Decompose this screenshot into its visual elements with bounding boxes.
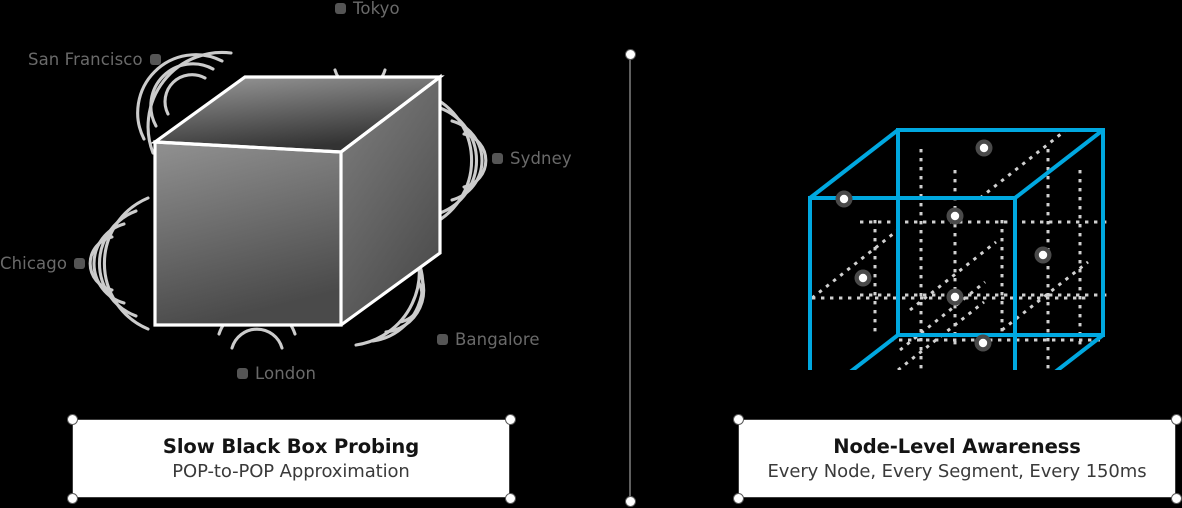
caption-subtitle-left: POP-to-POP Approximation xyxy=(172,460,410,482)
city-label-sydney: Sydney xyxy=(492,149,572,168)
caption-subtitle-right: Every Node, Every Segment, Every 150ms xyxy=(767,460,1147,482)
caption-title-left: Slow Black Box Probing xyxy=(162,434,420,458)
city-label-text: Tokyo xyxy=(353,0,400,18)
mesh-nodes xyxy=(835,139,1052,352)
city-label-text: Bangalore xyxy=(455,330,540,349)
box-edges xyxy=(150,73,445,327)
caption-right-handle-tr[interactable] xyxy=(1170,413,1182,425)
caption-left-handle-br[interactable] xyxy=(504,492,516,504)
city-label-tokyo: Tokyo xyxy=(335,0,400,18)
vertical-divider xyxy=(629,54,631,502)
city-label-text: Chicago xyxy=(0,254,68,273)
caption-box-left[interactable]: Slow Black Box Probing POP-to-POP Approx… xyxy=(72,419,510,498)
divider-handle-top[interactable] xyxy=(624,48,636,60)
city-dot-icon xyxy=(492,153,503,164)
city-label-chicago: Chicago xyxy=(0,254,86,273)
city-label-london: London xyxy=(237,364,316,383)
mesh-grid-lines xyxy=(811,128,1110,370)
black-box-graphic xyxy=(88,50,488,350)
caption-box-right[interactable]: Node-Level Awareness Every Node, Every S… xyxy=(738,419,1176,498)
city-dot-icon xyxy=(237,368,248,379)
mesh-cube-edges xyxy=(808,128,1105,370)
divider-handle-bottom[interactable] xyxy=(624,495,636,507)
caption-left-handle-tl[interactable] xyxy=(66,413,78,425)
caption-right-handle-bl[interactable] xyxy=(732,492,744,504)
caption-title-right: Node-Level Awareness xyxy=(833,434,1081,458)
city-dot-icon xyxy=(149,54,161,65)
city-label-text: London xyxy=(255,364,317,383)
city-label-text: San Francisco xyxy=(28,50,143,69)
mesh-cube-graphic xyxy=(808,128,1110,370)
caption-right-handle-br[interactable] xyxy=(1170,492,1182,504)
city-dot-icon xyxy=(437,334,448,345)
city-label-bangalore: Bangalore xyxy=(437,330,540,349)
city-dot-icon xyxy=(74,258,86,269)
city-label-text: Sydney xyxy=(510,149,572,168)
caption-left-handle-bl[interactable] xyxy=(66,492,78,504)
caption-left-handle-tr[interactable] xyxy=(504,413,516,425)
city-label-san-francisco: San Francisco xyxy=(28,50,161,69)
caption-right-handle-tl[interactable] xyxy=(732,413,744,425)
city-dot-icon xyxy=(335,3,346,14)
